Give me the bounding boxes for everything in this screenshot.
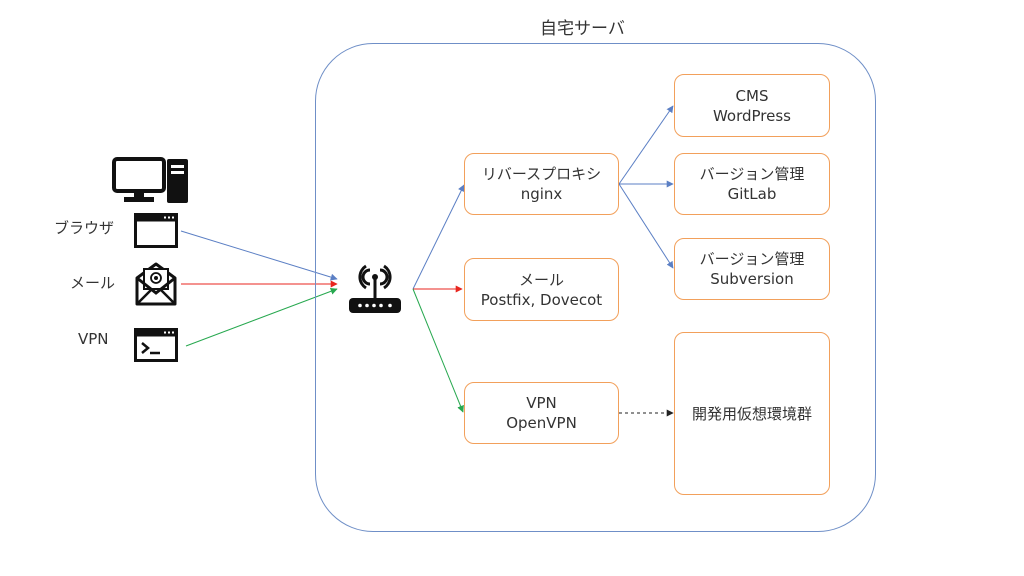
mail-server-software: Postfix, Dovecot (480, 290, 603, 309)
mail-envelope-icon (135, 262, 177, 306)
mail-server-node: メール Postfix, Dovecot (464, 258, 619, 321)
wifi-router-icon (349, 264, 401, 313)
server-title: 自宅サーバ (540, 19, 625, 39)
subversion-node: バージョン管理 Subversion (674, 238, 830, 300)
proxy-to-svn-arrow (618, 183, 674, 269)
reverse-proxy-title: リバースプロキシ (481, 165, 602, 183)
reverse-proxy-node: リバースプロキシ nginx (464, 153, 619, 215)
vpn-to-router-arrow (185, 287, 338, 347)
subversion-software: Subversion (710, 270, 794, 288)
gitlab-node: バージョン管理 GitLab (674, 153, 830, 215)
router-to-vpn-arrow (412, 288, 464, 413)
router-to-proxy-arrow (412, 184, 465, 290)
terminal-icon (134, 328, 178, 362)
dev-vms-title: 開発用仮想環境群 (691, 404, 812, 423)
browser-window-icon (134, 213, 178, 248)
cms-title: CMS (735, 86, 769, 105)
mail-server-title: メール (518, 270, 564, 289)
vpn-label: VPN (78, 330, 109, 348)
gitlab-software: GitLab (727, 185, 777, 203)
dev-vms-node: 開発用仮想環境群 (674, 332, 830, 495)
vpn-server-software: OpenVPN (506, 414, 577, 432)
browser-to-router-arrow (180, 230, 338, 281)
reverse-proxy-software: nginx (520, 185, 563, 203)
desktop-computer-icon (112, 157, 188, 203)
vpn-server-title: VPN (526, 394, 557, 412)
mail-label: メール (70, 274, 116, 292)
home-server-boundary (315, 43, 876, 532)
cms-node: CMS WordPress (674, 74, 830, 137)
browser-label: ブラウザ (54, 219, 115, 237)
proxy-to-cms-arrow (618, 105, 674, 185)
subversion-title: バージョン管理 (699, 250, 805, 268)
cms-software: WordPress (712, 106, 792, 125)
gitlab-title: バージョン管理 (699, 165, 805, 183)
vpn-server-node: VPN OpenVPN (464, 382, 619, 444)
